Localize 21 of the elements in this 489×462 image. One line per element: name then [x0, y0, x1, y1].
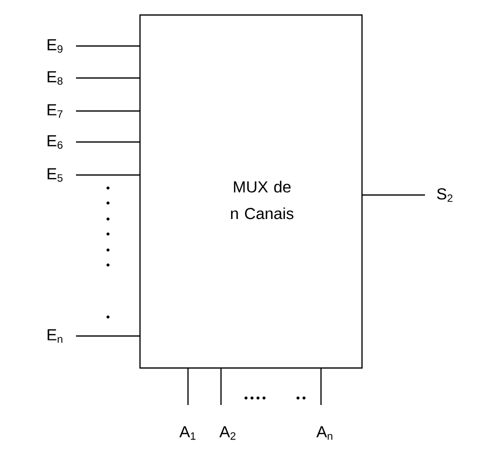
signal-label: E$_{9}$ — [48, 39, 62, 53]
signal-label: E$_{6}$ — [48, 135, 62, 149]
signal-label: A$_{2}$ — [219, 426, 236, 440]
signal-label: A$_{n}$ — [316, 426, 332, 440]
signal-label: E$_{n}$ — [48, 329, 62, 343]
connection-line — [76, 335, 140, 337]
signal-label: A$_{1}$ — [179, 426, 196, 440]
connection-line — [220, 368, 222, 405]
mux-box: MUX de n Canais — [139, 14, 363, 369]
signal-label: E$_{5}$ — [48, 168, 63, 182]
connection-line — [76, 110, 140, 112]
connection-line — [76, 141, 140, 143]
signal-label: S$_{2}$ — [437, 188, 452, 202]
signal-label: E$_{7}$ — [48, 104, 62, 118]
connection-line — [76, 174, 140, 176]
connection-line — [187, 368, 189, 405]
connection-line — [320, 368, 322, 405]
connection-line — [76, 77, 140, 79]
connection-line — [76, 45, 140, 47]
connection-line — [362, 194, 425, 196]
signal-label: E$_{8}$ — [48, 71, 62, 85]
